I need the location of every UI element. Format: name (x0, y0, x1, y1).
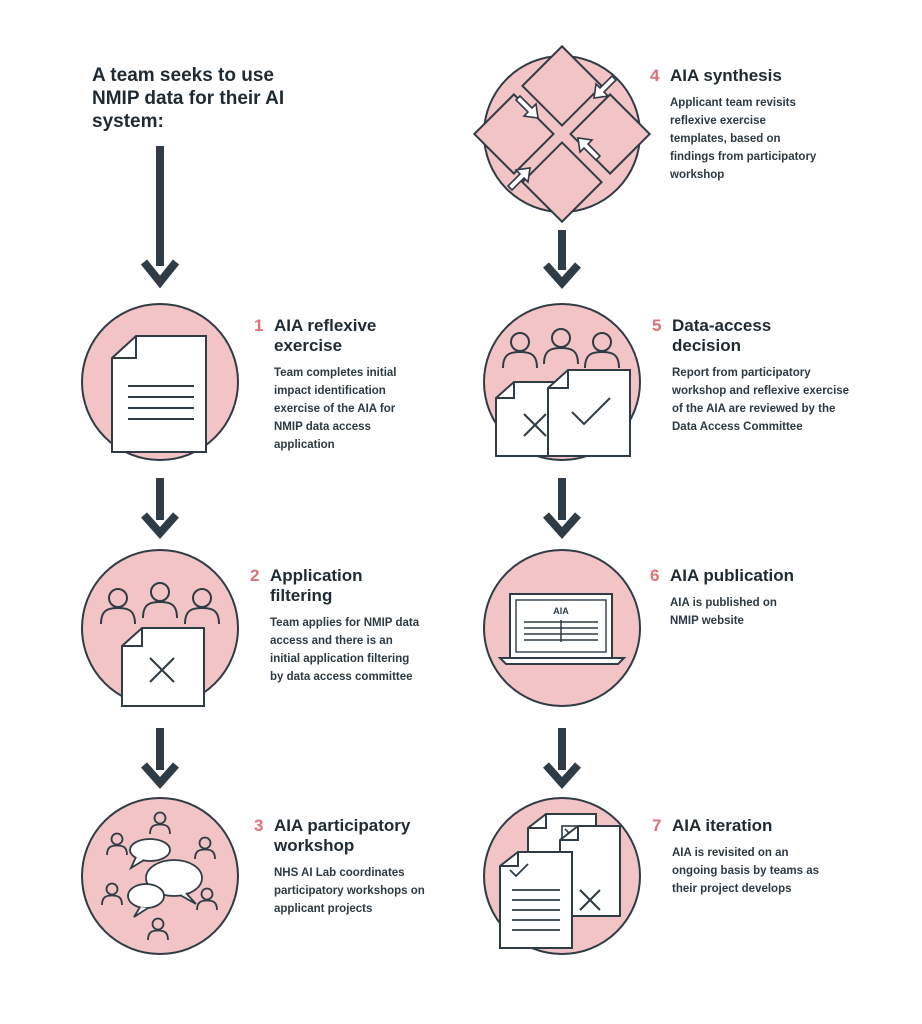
step-6-text: 6 AIA publication AIA is published on NM… (650, 566, 910, 630)
document-icon (111, 335, 207, 453)
step-7-text: 7 AIA iteration AIA is revisited on an o… (652, 816, 912, 898)
step-3-circle (81, 797, 239, 955)
intro-text: A team seeks to use NMIP data for their … (92, 65, 285, 132)
step-5-description: Report from participatory workshop and r… (672, 367, 850, 433)
synthesis-arrows-icon (472, 44, 652, 224)
laptop-screen-label: AIA (553, 606, 569, 616)
step-1-circle (81, 303, 239, 461)
step-6-circle: AIA (483, 549, 641, 707)
step-4-description: Applicant team revisits reflexive exerci… (670, 97, 817, 181)
step-1-description: Team completes initial impact identifica… (274, 367, 397, 451)
step-4-circle (472, 44, 652, 224)
step-2-number: 2 (250, 566, 260, 585)
laptop-icon: AIA (497, 593, 627, 665)
step-1-text: 1 AIA reflexive exercise Team completes … (254, 316, 514, 454)
step-3-title: AIA participatory workshop (274, 816, 411, 855)
arrow-out-bottom-left (506, 167, 531, 192)
arrow-in-top-right (593, 74, 618, 99)
step-7-number: 7 (652, 816, 662, 835)
flow-arrow-5-to-6 (543, 478, 581, 540)
step-7-title: AIA iteration (672, 816, 773, 835)
iteration-documents-icon (499, 813, 621, 949)
step-2-description: Team applies for NMIP data access and th… (270, 617, 420, 683)
step-1-number: 1 (254, 316, 264, 335)
step-3-text: 3 AIA participatory workshop NHS AI Lab … (254, 816, 514, 918)
step-5-number: 5 (652, 316, 662, 335)
step-6-description: AIA is published on NMIP website (670, 597, 777, 627)
workshop-discussion-icon (101, 811, 218, 941)
step-7-description: AIA is revisited on an ongoing basis by … (672, 847, 819, 895)
step-6-number: 6 (650, 566, 660, 585)
step-5-title: Data-access decision (672, 316, 772, 355)
flow-arrow-1-to-2 (141, 478, 179, 540)
step-4-text: 4 AIA synthesis Applicant team revisits … (650, 66, 910, 184)
flow-arrow-6-to-7 (543, 728, 581, 790)
people-rejected-document-icon (100, 582, 220, 707)
people-decision-documents-icon (495, 328, 631, 457)
step-3-number: 3 (254, 816, 264, 835)
step-7-circle (483, 797, 641, 955)
flow-arrow-4-to-5 (543, 230, 581, 290)
flow-arrow-intro-to-1 (140, 146, 180, 289)
arrow-out-bottom-right (577, 137, 602, 162)
flow-arrow-2-to-3 (141, 728, 179, 790)
step-2-text: 2 Application filtering Team applies for… (250, 566, 510, 686)
step-3-description: NHS AI Lab coordinates participatory wor… (274, 867, 425, 915)
arrow-in-top-left (514, 94, 539, 119)
step-4-title: AIA synthesis (670, 66, 782, 85)
step-5-circle (483, 303, 641, 461)
step-4-number: 4 (650, 66, 660, 85)
step-6-title: AIA publication (670, 566, 795, 585)
step-5-text: 5 Data-access decision Report from parti… (652, 316, 912, 436)
step-1-title: AIA reflexive exercise (274, 316, 377, 355)
step-2-circle (81, 549, 239, 707)
step-2-title: Application filtering (270, 566, 363, 605)
